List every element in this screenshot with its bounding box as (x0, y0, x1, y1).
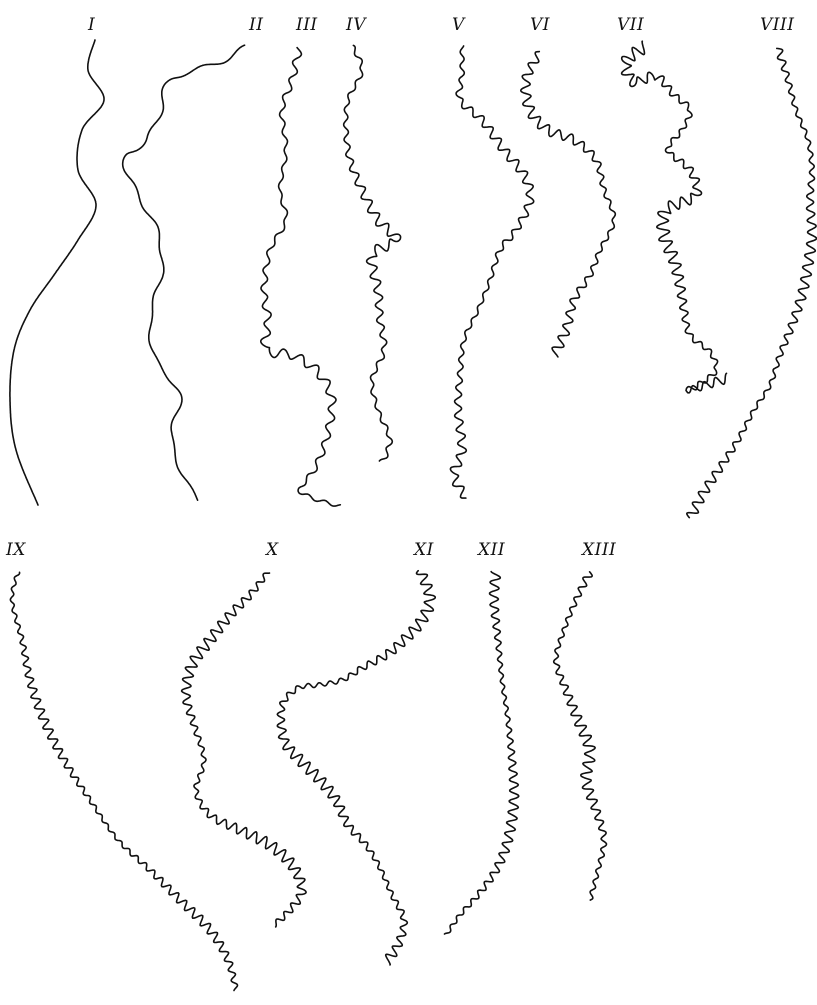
curve-XII (445, 572, 519, 934)
curve-XI (277, 571, 435, 965)
curve-XIII (554, 572, 607, 900)
label-VII: VII (617, 15, 644, 35)
curve-VII (622, 41, 727, 393)
curve-II (123, 45, 245, 500)
label-XIII: XIII (580, 540, 616, 560)
curve-VI (521, 52, 616, 357)
meander-curves (10, 40, 817, 991)
curve-III (261, 48, 341, 507)
curve-X (182, 573, 307, 927)
label-XII: XII (476, 540, 505, 560)
label-IX: IX (5, 540, 26, 560)
curve-V (450, 46, 533, 498)
curve-IV (344, 45, 401, 461)
curve-IX (10, 572, 237, 990)
label-XI: XI (412, 540, 434, 560)
curve-VIII (687, 48, 817, 517)
curve-I (10, 40, 104, 505)
label-IV: IV (345, 15, 367, 35)
label-V: V (452, 15, 466, 35)
label-VIII: VIII (760, 15, 794, 35)
label-III: III (295, 15, 318, 35)
label-II: II (248, 15, 263, 35)
label-X: X (264, 540, 279, 560)
label-I: I (87, 15, 95, 35)
label-VI: VI (530, 15, 550, 35)
